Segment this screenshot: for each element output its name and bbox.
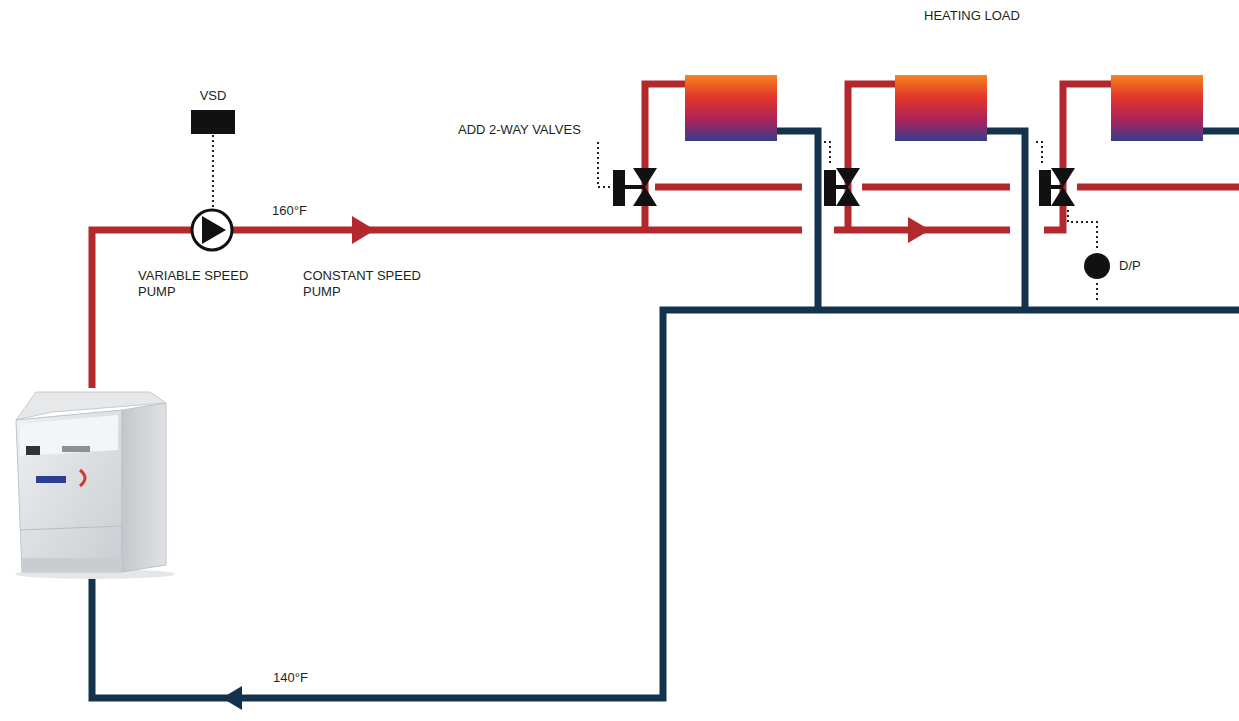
return-pipe [92, 131, 1239, 698]
pump-impeller [202, 216, 226, 244]
two-way-valve [1039, 168, 1075, 206]
flow-arrow [908, 217, 930, 243]
radiator [895, 75, 987, 141]
pump-label: CONSTANT SPEED PUMP [303, 268, 433, 300]
temperature-label: 160°F [272, 203, 332, 219]
temperature-label: 140°F [273, 670, 333, 686]
flow-arrow [222, 686, 242, 710]
pump-casing [192, 210, 232, 250]
pump-symbol: VARIABLE SPEED PUMP [138, 208, 278, 300]
boiler [15, 392, 175, 579]
callout-note: ADD 2-WAY VALVES [458, 122, 618, 138]
leader-line [598, 142, 1097, 302]
supply-pipe [92, 84, 1239, 388]
radiator [685, 75, 777, 141]
section-heading: HEATING LOAD [924, 8, 1084, 24]
vsd-drive-box [191, 110, 235, 134]
two-way-valve [824, 168, 860, 206]
pump-symbol [190, 208, 234, 252]
vsd-box: VSD [183, 88, 243, 134]
two-way-valve [613, 168, 657, 206]
sensor-label: D/P [1119, 258, 1141, 274]
radiator [1111, 75, 1203, 141]
control-signal-line [212, 135, 214, 207]
equipment-label: VSD [183, 88, 243, 104]
sensor-dot [1084, 253, 1110, 279]
pump-label: VARIABLE SPEED PUMP [138, 268, 263, 300]
flow-arrow [352, 216, 375, 244]
sensor-dot [1083, 252, 1111, 280]
dp-sensor: D/P [1083, 252, 1163, 280]
